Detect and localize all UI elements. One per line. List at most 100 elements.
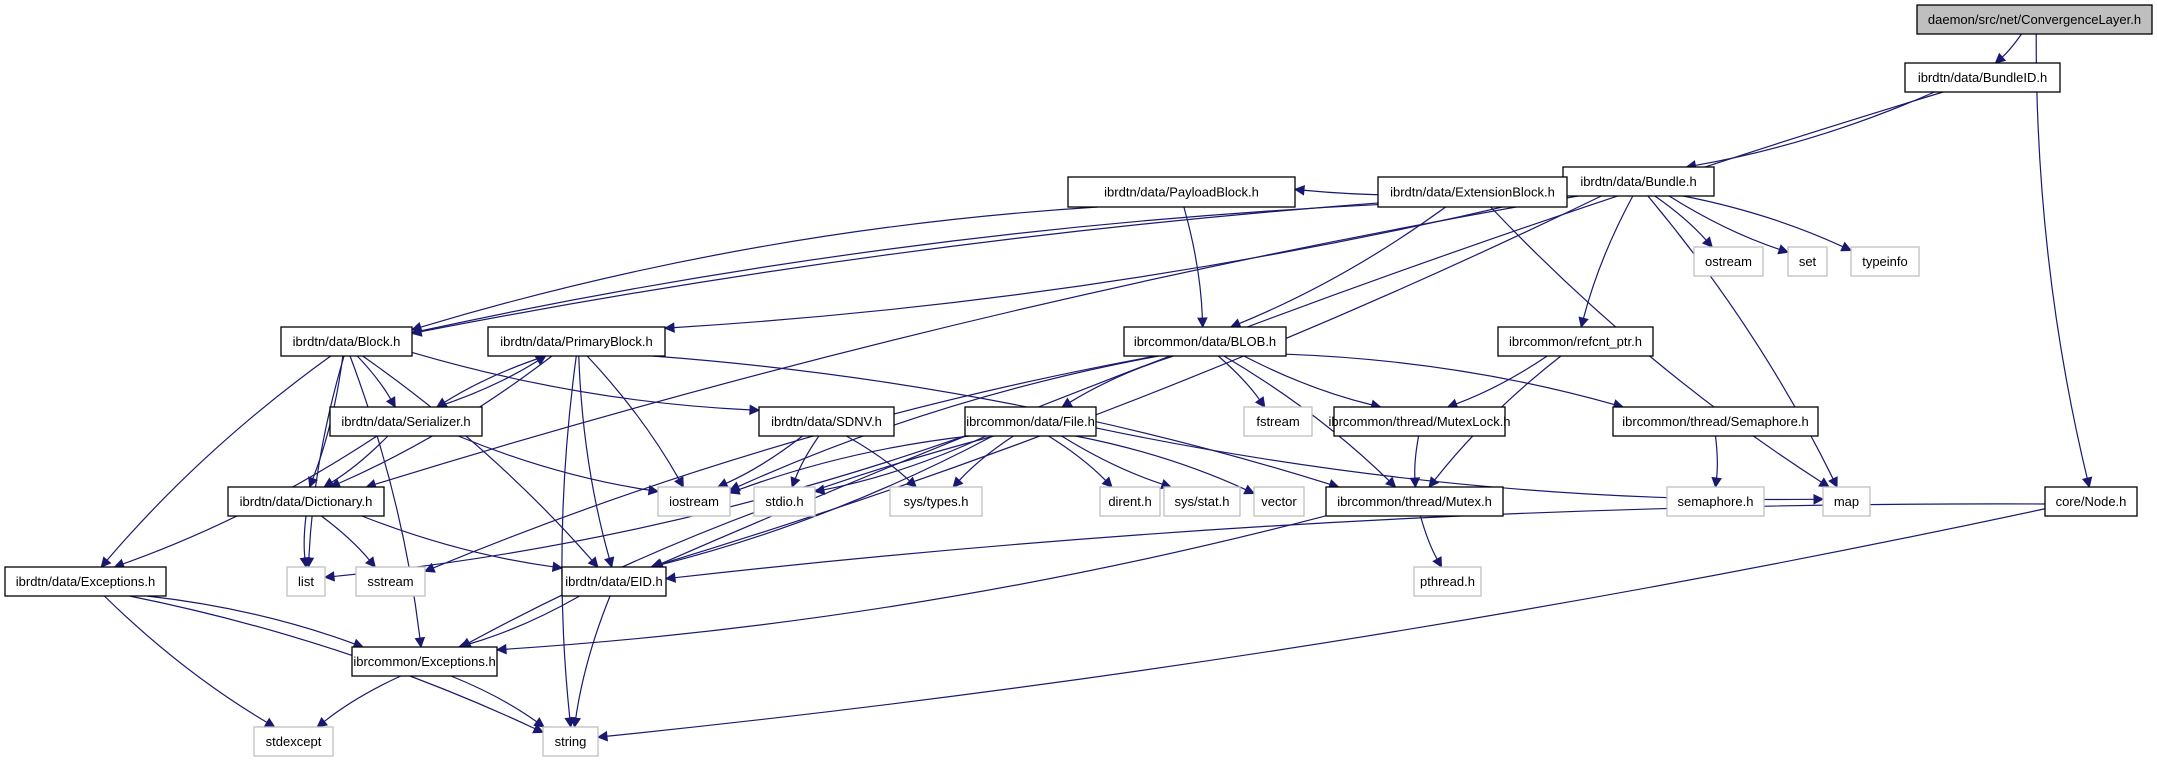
- node-mutexlock[interactable]: ibrcommon/thread/MutexLock.h: [1328, 406, 1511, 437]
- node-label: ibrcommon/thread/Mutex.h: [1337, 494, 1492, 509]
- edge-line: [1714, 435, 1718, 479]
- node-box: [351, 646, 498, 677]
- edge-line: [794, 435, 820, 479]
- node-refcnt[interactable]: ibrcommon/refcnt_ptr.h: [1497, 326, 1654, 357]
- edge-line: [606, 508, 2046, 737]
- node-label: semaphore.h: [1678, 494, 1754, 509]
- edge-extension-to-block: [410, 203, 1379, 336]
- edge-line: [450, 675, 538, 723]
- node-label: dirent.h: [1108, 494, 1151, 509]
- node-sdnv[interactable]: ibrdtn/data/SDNV.h: [758, 406, 895, 437]
- arrowhead-icon: [663, 322, 675, 333]
- node-label: ibrcommon/data/BLOB.h: [1134, 334, 1276, 349]
- edge-file-to-commonexceptions: [460, 435, 995, 648]
- edge-line: [1668, 195, 1780, 250]
- node-ostream: ostream: [1693, 246, 1764, 277]
- edge-line: [505, 515, 1327, 650]
- edge-line: [362, 355, 593, 561]
- edge-mutex-to-pthread: [1419, 515, 1443, 568]
- edge-line: [420, 203, 1379, 332]
- arrowhead-icon: [263, 717, 276, 728]
- node-box: [1497, 326, 1654, 357]
- node-extension[interactable]: ibrdtn/data/ExtensionBlock.h: [1377, 176, 1568, 208]
- node-box: [561, 566, 667, 597]
- arrowhead-icon: [532, 723, 545, 734]
- edge-commonexceptions-to-stdexcept: [316, 675, 402, 728]
- node-payload[interactable]: ibrdtn/data/PayloadBlock.h: [1067, 176, 1296, 208]
- arrowhead-icon: [952, 476, 964, 488]
- edge-primary-to-eid: [578, 355, 615, 569]
- node-label: ostream: [1705, 254, 1752, 269]
- node-box: [1243, 406, 1313, 437]
- node-list: list: [286, 566, 326, 597]
- node-node[interactable]: core/Node.h: [2044, 486, 2138, 517]
- node-box: [1693, 246, 1764, 277]
- arrowhead-icon: [1432, 556, 1443, 568]
- node-label: sstream: [367, 574, 413, 589]
- node-box: [2044, 486, 2138, 517]
- arrowhead-icon: [323, 571, 335, 582]
- node-bundle[interactable]: ibrdtn/data/Bundle.h: [1562, 166, 1715, 197]
- node-sysstat: sys/stat.h: [1163, 486, 1241, 517]
- arrowhead-icon: [1994, 52, 2007, 64]
- node-label: core/Node.h: [2056, 494, 2127, 509]
- node-box: [1099, 486, 1161, 517]
- node-label: set: [1799, 254, 1817, 269]
- node-box: [253, 726, 334, 757]
- node-eid[interactable]: ibrdtn/data/EID.h: [561, 566, 667, 597]
- node-label: ibrdtn/data/Exceptions.h: [16, 574, 155, 589]
- node-serializer[interactable]: ibrdtn/data/Serializer.h: [329, 406, 483, 437]
- node-mutex[interactable]: ibrcommon/thread/Mutex.h: [1325, 486, 1504, 517]
- node-primary[interactable]: ibrdtn/data/PrimaryBlock.h: [487, 326, 666, 357]
- node-dtnexceptions[interactable]: ibrdtn/data/Exceptions.h: [4, 566, 167, 597]
- edge-line: [106, 355, 332, 561]
- node-cl[interactable]: daemon/src/net/ConvergenceLayer.h: [1916, 4, 2153, 35]
- arrowhead-icon: [1197, 317, 1208, 329]
- edge-line: [1239, 206, 1447, 325]
- arrowhead-icon: [308, 476, 319, 489]
- arrowhead-icon: [587, 556, 599, 568]
- node-box: [329, 406, 483, 437]
- edge-line: [578, 355, 610, 559]
- node-box: [1325, 486, 1504, 517]
- edge-sdnv-to-systypes: [846, 435, 917, 488]
- edge-line: [331, 435, 389, 483]
- arrowhead-icon: [551, 561, 564, 572]
- node-semaphore[interactable]: ibrcommon/thread/Semaphore.h: [1612, 406, 1819, 437]
- edge-line: [333, 435, 966, 578]
- node-label: ibrcommon/refcnt_ptr.h: [1509, 334, 1642, 349]
- node-dictionary[interactable]: ibrdtn/data/Dictionary.h: [227, 486, 385, 517]
- node-box: [758, 406, 895, 437]
- arrowhead-icon: [1293, 185, 1305, 196]
- edge-line: [420, 190, 1564, 333]
- node-commonexceptions[interactable]: ibrcommon/Exceptions.h: [351, 646, 498, 677]
- edge-line: [652, 355, 1331, 485]
- node-label: ibrdtn/data/SDNV.h: [771, 414, 882, 429]
- arrowhead-icon: [323, 477, 335, 488]
- edge-line: [468, 435, 995, 644]
- arrowhead-icon: [790, 476, 801, 489]
- node-bundleid[interactable]: ibrdtn/data/BundleID.h: [1904, 62, 2061, 93]
- edge-line: [1654, 195, 1707, 241]
- node-label: ibrdtn/data/EID.h: [565, 574, 663, 589]
- node-box: [286, 566, 326, 597]
- edge-semaphore-to-semaphoreh: [1711, 435, 1722, 489]
- node-box: [487, 326, 666, 357]
- node-dirent: dirent.h: [1099, 486, 1161, 517]
- edge-line: [846, 435, 910, 482]
- node-block[interactable]: ibrdtn/data/Block.h: [280, 326, 413, 357]
- arrowhead-icon: [299, 556, 311, 569]
- node-box: [1123, 326, 1287, 357]
- node-blob[interactable]: ibrcommon/data/BLOB.h: [1123, 326, 1287, 357]
- node-box: [1612, 406, 1819, 437]
- node-file[interactable]: ibrcommon/data/File.h: [964, 406, 1097, 437]
- edge-line: [1456, 355, 1548, 405]
- edge-line: [129, 595, 536, 730]
- edge-extension-to-blob: [1229, 206, 1447, 329]
- edge-line: [320, 515, 370, 561]
- arrowhead-icon: [905, 476, 917, 488]
- arrowhead-icon: [410, 325, 423, 336]
- edge-node-to-string: [596, 508, 2046, 742]
- arrowhead-icon: [570, 716, 582, 729]
- arrowhead-icon: [365, 556, 376, 568]
